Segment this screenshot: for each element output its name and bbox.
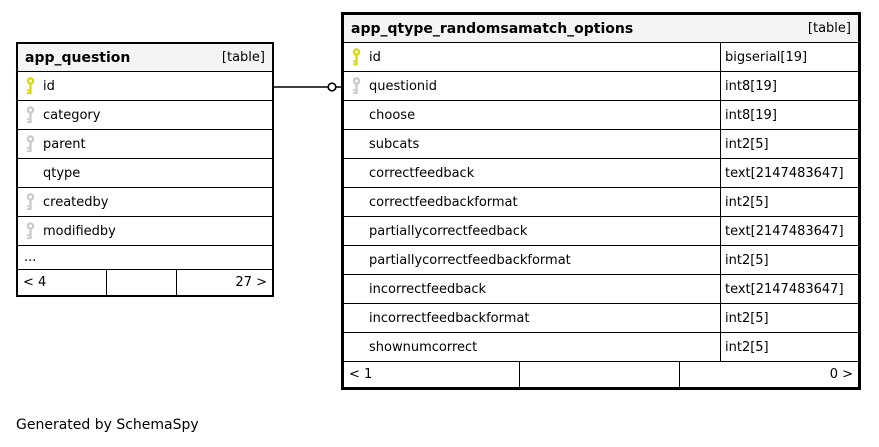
column-type: bigserial[19] xyxy=(720,43,858,71)
column-name-cell: id xyxy=(344,43,720,71)
table-name[interactable]: app_qtype_randomsamatch_options xyxy=(351,20,634,37)
table-name[interactable]: app_question xyxy=(25,49,131,66)
column-name-cell: partiallycorrectfeedback xyxy=(344,217,720,245)
column-type: int2[5] xyxy=(720,246,858,274)
column-name: questionid xyxy=(369,78,438,94)
column-row: correctfeedback text[2147483647] xyxy=(344,158,858,187)
column-name: createdby xyxy=(43,194,109,210)
table-footer: < 4 27 > xyxy=(18,269,272,295)
column-name: modifiedby xyxy=(43,223,116,239)
column-name-cell: questionid xyxy=(344,72,720,100)
column-row: id xyxy=(18,71,272,100)
column-type: text[2147483647] xyxy=(720,275,858,303)
column-name-cell: createdby xyxy=(18,188,272,216)
column-name-cell: shownumcorrect xyxy=(344,333,720,361)
footer-left-count: < 1 xyxy=(344,362,520,387)
cardinality-circle-icon xyxy=(327,82,337,92)
foreign-key-icon xyxy=(25,135,43,153)
column-name: id xyxy=(43,78,55,94)
column-name-cell: parent xyxy=(18,130,272,158)
relationship-connector xyxy=(274,82,341,92)
table-footer: < 1 0 > xyxy=(344,361,858,387)
column-name: incorrectfeedback xyxy=(369,281,487,297)
column-row: subcats int2[5] xyxy=(344,129,858,158)
column-name: parent xyxy=(43,136,86,152)
table-header[interactable]: app_qtype_randomsamatch_options [table] xyxy=(344,15,858,42)
column-name: choose xyxy=(369,107,416,123)
table-header[interactable]: app_question [table] xyxy=(18,44,272,71)
column-name-cell: modifiedby xyxy=(18,217,272,245)
column-type: int8[19] xyxy=(720,72,858,100)
footer-right-count: 0 > xyxy=(829,367,853,382)
schemaspy-credit: Generated by SchemaSpy xyxy=(16,417,199,433)
column-row: correctfeedbackformat int2[5] xyxy=(344,187,858,216)
column-type: int2[5] xyxy=(720,333,858,361)
column-name-cell: correctfeedback xyxy=(344,159,720,187)
ellipsis-row: ... xyxy=(18,245,272,269)
column-type: int8[19] xyxy=(720,101,858,129)
column-row: partiallycorrectfeedback text[2147483647] xyxy=(344,216,858,245)
column-row: incorrectfeedback text[2147483647] xyxy=(344,274,858,303)
column-name: incorrectfeedbackformat xyxy=(369,310,530,326)
column-row: createdby xyxy=(18,187,272,216)
primary-key-icon xyxy=(25,77,43,95)
column-name-cell: choose xyxy=(344,101,720,129)
column-row: category xyxy=(18,100,272,129)
column-row: questionid int8[19] xyxy=(344,71,858,100)
footer-right-count: 27 > xyxy=(235,275,267,290)
column-name: id xyxy=(369,49,381,65)
table-badge: [table] xyxy=(221,50,265,65)
column-type: text[2147483647] xyxy=(720,159,858,187)
foreign-key-icon xyxy=(351,77,369,95)
foreign-key-icon xyxy=(25,222,43,240)
column-type: int2[5] xyxy=(720,130,858,158)
column-name: partiallycorrectfeedback xyxy=(369,223,528,239)
primary-key-icon xyxy=(351,48,369,66)
column-row: id bigserial[19] xyxy=(344,42,858,71)
column-type: int2[5] xyxy=(720,188,858,216)
column-row: choose int8[19] xyxy=(344,100,858,129)
table-node-app_question: app_question [table] id category parent qtype… xyxy=(16,42,274,297)
footer-middle-cell xyxy=(107,270,177,295)
column-row: modifiedby xyxy=(18,216,272,245)
column-name-cell: correctfeedbackformat xyxy=(344,188,720,216)
column-row: qtype xyxy=(18,158,272,187)
column-type: text[2147483647] xyxy=(720,217,858,245)
footer-middle-cell xyxy=(520,362,680,387)
column-row: incorrectfeedbackformat int2[5] xyxy=(344,303,858,332)
column-name: shownumcorrect xyxy=(369,339,478,355)
column-row: parent xyxy=(18,129,272,158)
column-name: correctfeedbackformat xyxy=(369,194,518,210)
footer-left-count: < 4 xyxy=(18,270,107,295)
column-row: partiallycorrectfeedbackformat int2[5] xyxy=(344,245,858,274)
table-badge: [table] xyxy=(807,21,851,36)
table-node-app_qtype_randomsamatch_options: app_qtype_randomsamatch_options [table] id… xyxy=(341,12,861,390)
column-type: int2[5] xyxy=(720,304,858,332)
column-name: subcats xyxy=(369,136,420,152)
column-name-cell: qtype xyxy=(18,159,272,187)
column-name-cell: id xyxy=(18,72,272,100)
column-name-cell: subcats xyxy=(344,130,720,158)
foreign-key-icon xyxy=(25,106,43,124)
column-row: shownumcorrect int2[5] xyxy=(344,332,858,361)
column-name-cell: partiallycorrectfeedbackformat xyxy=(344,246,720,274)
foreign-key-icon xyxy=(25,193,43,211)
column-name: correctfeedback xyxy=(369,165,475,181)
column-name: qtype xyxy=(43,165,81,181)
column-name-cell: incorrectfeedbackformat xyxy=(344,304,720,332)
column-name: category xyxy=(43,107,101,123)
column-name-cell: category xyxy=(18,101,272,129)
column-name-cell: incorrectfeedback xyxy=(344,275,720,303)
column-name: partiallycorrectfeedbackformat xyxy=(369,252,571,268)
